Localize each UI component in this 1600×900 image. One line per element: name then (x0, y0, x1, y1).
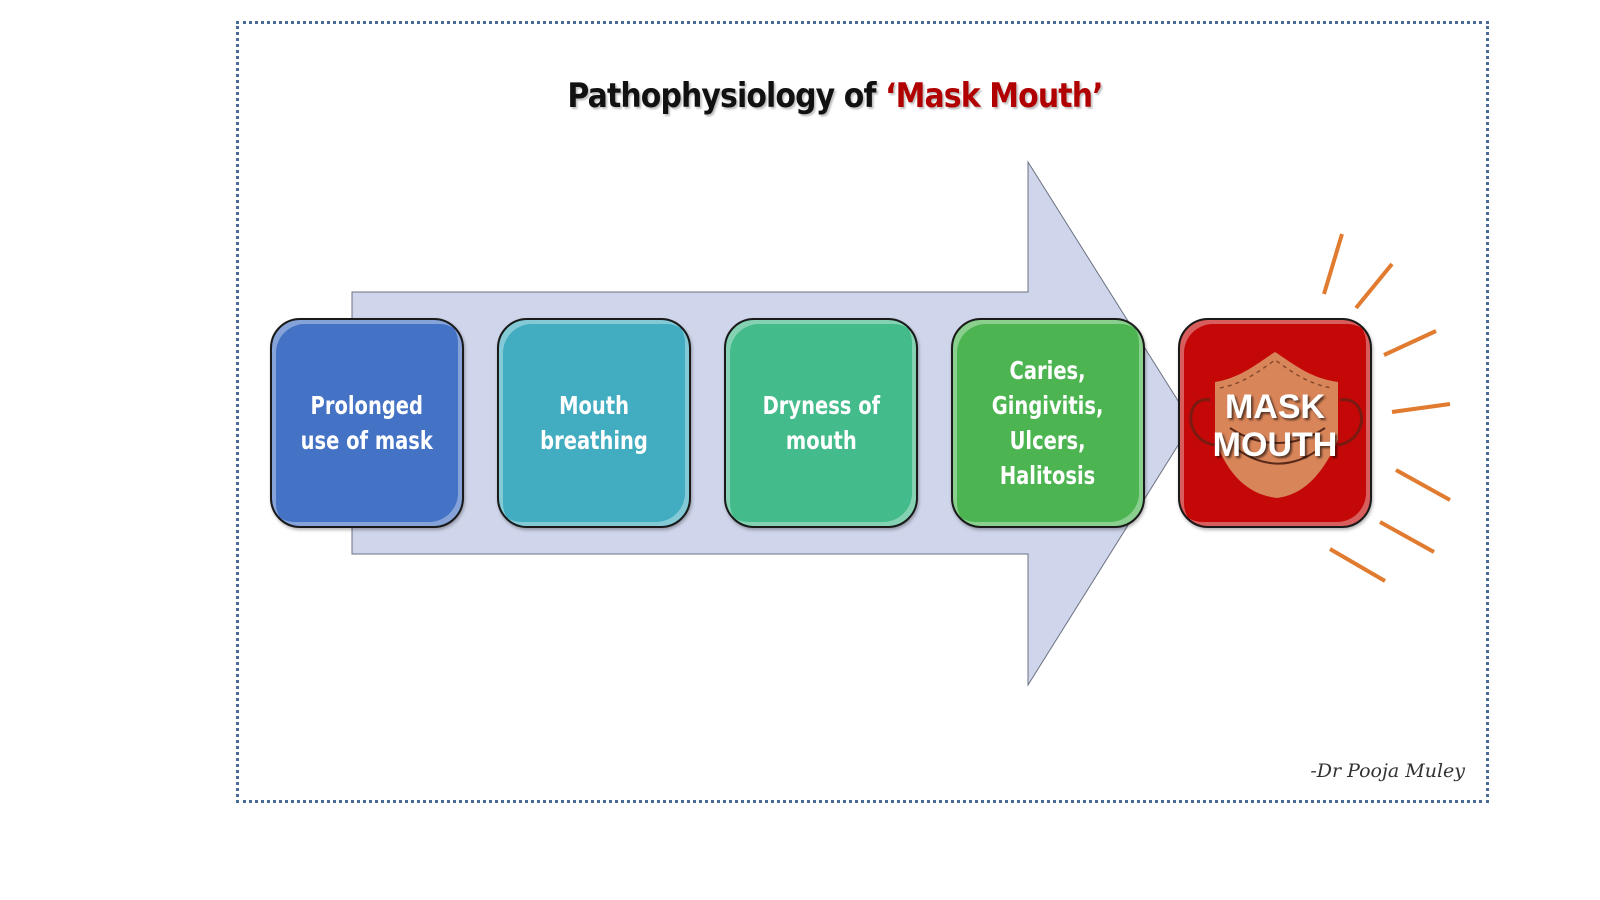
author-signature: -Dr Pooja Muley (1310, 760, 1465, 782)
step-mouth-breathing: Mouth breathing (497, 318, 691, 528)
ray-line (1379, 520, 1435, 554)
outcome-label: MASK MOUTH (1180, 388, 1370, 464)
ray-line (1391, 402, 1451, 414)
outcome-line1: MASK (1224, 388, 1326, 426)
dotted-frame (236, 21, 1489, 803)
step-label: Mouth breathing (540, 391, 648, 455)
face-mask-icon (1189, 352, 1363, 498)
ray-line (1328, 547, 1387, 583)
step-label: Caries, Gingivitis, Ulcers, Halitosis (992, 356, 1104, 490)
ray-line (1383, 329, 1437, 357)
ray-line (1354, 262, 1394, 310)
ray-line (1395, 468, 1451, 502)
step-dryness-of-mouth: Dryness of mouth (724, 318, 918, 528)
diagram-title: Pathophysiology of ‘Mask Mouth’ (100, 76, 1570, 116)
title-highlight: ‘Mask Mouth’ (885, 76, 1103, 116)
ray-line (1322, 233, 1344, 295)
outcome-mask-mouth: MASK MOUTH (1178, 318, 1372, 528)
step-oral-conditions: Caries, Gingivitis, Ulcers, Halitosis (951, 318, 1145, 528)
title-prefix: Pathophysiology of (567, 76, 886, 116)
step-label: Prolonged use of mask (300, 391, 434, 455)
step-prolonged-mask-use: Prolonged use of mask (270, 318, 464, 528)
outcome-line2: MOUTH (1212, 426, 1338, 464)
step-label: Dryness of mouth (762, 391, 880, 455)
